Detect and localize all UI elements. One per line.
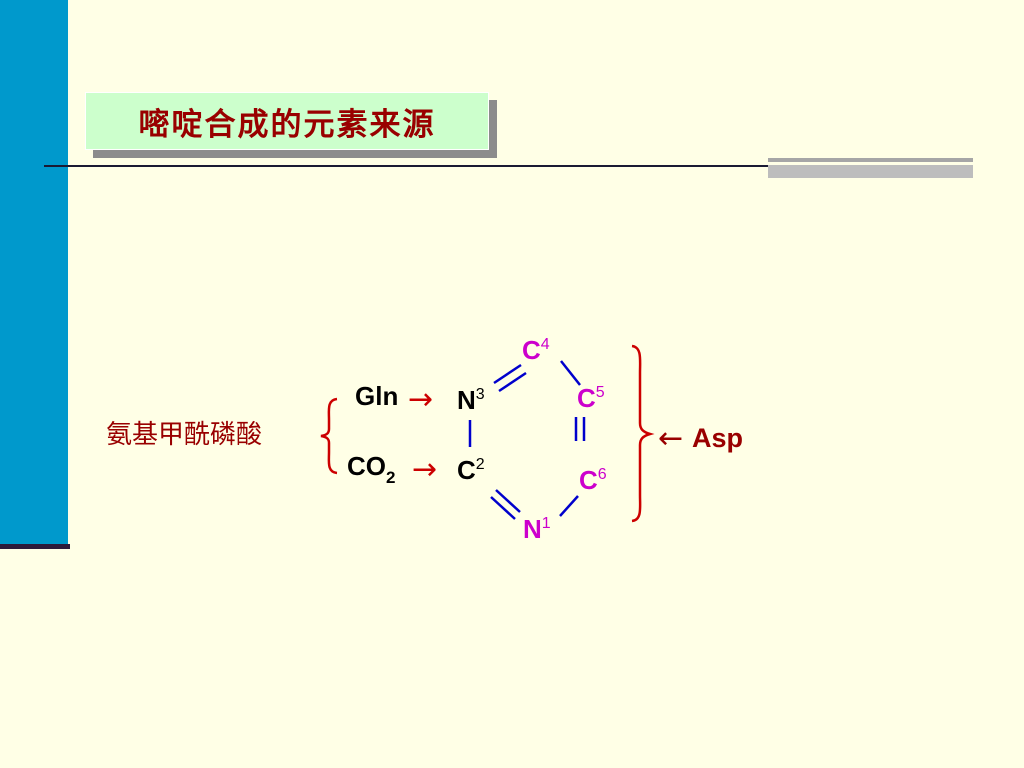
atom-c4-symbol: C: [522, 335, 541, 365]
atom-n1: N1: [523, 514, 551, 544]
atom-c6: C6: [579, 465, 607, 495]
right-brace: [631, 344, 655, 523]
left-brace: [320, 397, 338, 475]
source-carbamoyl-phosphate: 氨基甲酰磷酸: [106, 420, 262, 450]
co2-arrow: →: [412, 452, 437, 487]
left-sidebar-bar: [0, 0, 68, 548]
atom-n1-symbol: N: [523, 514, 542, 544]
atom-c5-index: 5: [596, 384, 605, 401]
atom-c4: C4: [522, 335, 550, 365]
source-asp-label: Asp: [692, 423, 743, 453]
bond-n1-c2-b: [490, 496, 516, 520]
atom-c5: C5: [577, 383, 605, 413]
gln-arrow: →: [408, 382, 433, 417]
atom-n3-symbol: N: [457, 385, 476, 415]
sidebar-bottom-rule: [0, 544, 70, 549]
ring-bonds: [468, 360, 586, 520]
bond-n1-c2-a: [495, 489, 521, 513]
bond-n3-c4-a: [493, 363, 522, 385]
bond-c6-n1: [559, 495, 579, 517]
atom-c4-index: 4: [541, 336, 550, 353]
source-co2-label: CO2: [347, 451, 395, 487]
title-underline: [44, 165, 784, 167]
source-gln-label: Gln: [355, 381, 398, 411]
atom-n3-index: 3: [476, 386, 485, 403]
atom-n3: N3: [457, 385, 485, 415]
atom-n1-index: 1: [542, 515, 551, 532]
bond-c4-c5: [560, 360, 581, 386]
co2-main: CO: [347, 451, 386, 481]
title-box: 嘧啶合成的元素来源: [85, 92, 489, 150]
asp-arrow: ←: [658, 421, 683, 456]
co2-subscript: 2: [386, 468, 395, 487]
atom-c2-index: 2: [476, 456, 485, 473]
title-underline-accent: [768, 158, 973, 178]
bond-n3-c4-b: [498, 371, 527, 393]
slide-title: 嘧啶合成的元素来源: [138, 106, 436, 143]
atom-c6-symbol: C: [579, 465, 598, 495]
atom-c2-symbol: C: [457, 455, 476, 485]
atom-c5-symbol: C: [577, 383, 596, 413]
atom-c2: C2: [457, 455, 485, 485]
atom-c6-index: 6: [598, 466, 607, 483]
